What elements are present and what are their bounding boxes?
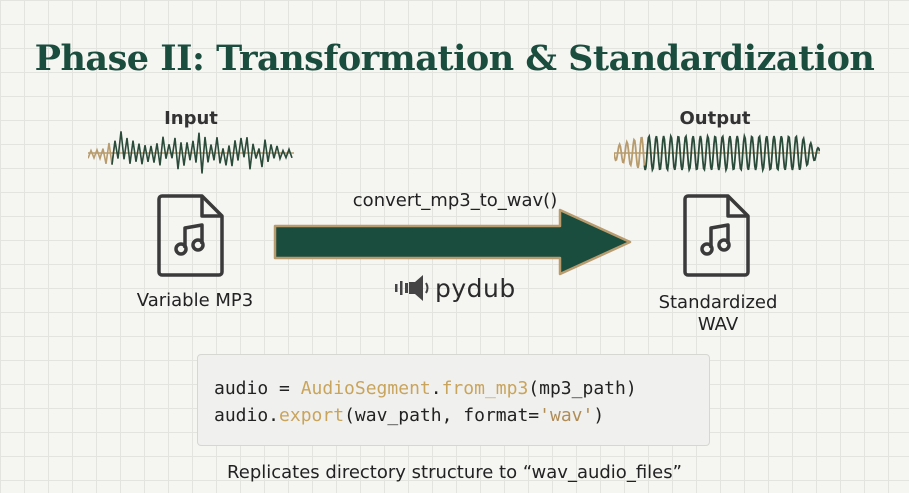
- code-token-class: AudioSegment: [300, 378, 431, 399]
- output-caption: Standardized WAV: [620, 292, 816, 336]
- footer-note: Replicates directory structure to “wav_a…: [227, 462, 682, 483]
- code-token: (mp3_path): [528, 378, 637, 399]
- speaker-icon: [395, 275, 429, 301]
- output-music-file-icon: [683, 194, 750, 277]
- input-music-file-icon: [157, 194, 224, 277]
- output-label: Output: [679, 108, 751, 129]
- code-token-method: from_mp3: [441, 378, 529, 399]
- input-waveform-icon: [88, 131, 294, 174]
- code-token-method: export: [279, 405, 345, 426]
- conversion-arrow-icon: [273, 208, 632, 276]
- pydub-logo: pydub: [393, 272, 516, 304]
- code-token: (wav_path, format=: [344, 405, 540, 426]
- page-title: Phase II: Transformation & Standardizati…: [34, 38, 875, 79]
- code-token: audio.: [214, 405, 280, 426]
- code-line-2: audio.export(wav_path, format='wav'): [214, 402, 709, 429]
- input-caption: Variable MP3: [136, 290, 254, 311]
- input-label: Input: [164, 108, 218, 129]
- code-snippet: audio = AudioSegment.from_mp3(mp3_path)a…: [197, 354, 710, 446]
- code-token: .: [430, 378, 442, 399]
- output-waveform-icon: [614, 132, 820, 174]
- library-name: pydub: [435, 273, 516, 303]
- code-token: audio =: [214, 378, 301, 399]
- code-token: ): [593, 405, 605, 426]
- output-caption-line2: WAV: [697, 314, 739, 335]
- output-caption-line1: Standardized: [658, 292, 778, 313]
- code-line-1: audio = AudioSegment.from_mp3(mp3_path): [214, 375, 709, 402]
- function-label: convert_mp3_to_wav(): [352, 190, 558, 211]
- code-token-string: 'wav': [539, 405, 594, 426]
